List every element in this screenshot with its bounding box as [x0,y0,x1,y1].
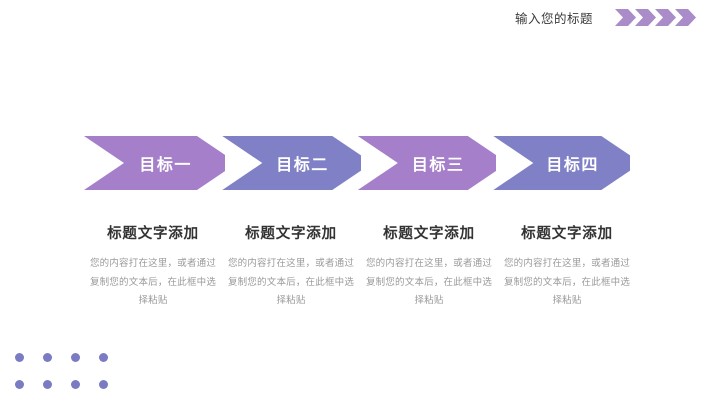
header-chevron-bar [615,9,696,26]
process-banner: 目标一 目标二 目标三 目标四 [84,136,630,190]
dot-icon [71,353,80,362]
caption-body-4: 您的内容打在这里，或者通过复制您的文本后，在此框中选择粘贴 [503,258,631,307]
dot-icon [71,380,80,389]
dot-icon [43,353,52,362]
dot-icon [99,353,108,362]
dot-icon [15,353,24,362]
process-step-1[interactable]: 目标一 [84,136,226,190]
process-step-4[interactable]: 目标四 [493,136,630,190]
chevron-right-icon [635,9,656,26]
caption-title-4: 标题文字添加 [521,226,613,242]
caption-title-3: 标题文字添加 [383,226,475,242]
caption-column-2: 标题文字添加 您的内容打在这里，或者通过复制您的文本后，在此框中选择粘贴 [222,222,360,311]
caption-column-4: 标题文字添加 您的内容打在这里，或者通过复制您的文本后，在此框中选择粘贴 [498,222,636,311]
process-step-2-label: 目标二 [276,157,329,174]
chevron-right-icon [675,9,696,26]
caption-body-3: 您的内容打在这里，或者通过复制您的文本后，在此框中选择粘贴 [365,258,493,307]
caption-body-2: 您的内容打在这里，或者通过复制您的文本后，在此框中选择粘贴 [227,258,355,307]
dot-icon [43,380,52,389]
caption-column-1: 标题文字添加 您的内容打在这里，或者通过复制您的文本后，在此框中选择粘贴 [84,222,222,311]
caption-column-3: 标题文字添加 您的内容打在这里，或者通过复制您的文本后，在此框中选择粘贴 [360,222,498,311]
caption-body-1: 您的内容打在这里，或者通过复制您的文本后，在此框中选择粘贴 [89,258,217,307]
process-step-2[interactable]: 目标二 [222,136,361,190]
process-step-4-label: 目标四 [546,157,599,174]
decorative-dot-grid [15,353,127,407]
header-title: 输入您的标题 [514,12,593,26]
process-step-3-label: 目标三 [411,157,465,174]
chevron-right-icon [615,9,636,26]
slide-header: 输入您的标题 [514,8,696,27]
caption-title-1: 标题文字添加 [107,226,199,242]
process-step-3[interactable]: 目标三 [357,136,497,190]
dot-icon [99,380,108,389]
caption-title-2: 标题文字添加 [245,226,337,242]
chevron-right-icon [655,9,676,26]
caption-columns: 标题文字添加 您的内容打在这里，或者通过复制您的文本后，在此框中选择粘贴 标题文… [84,222,636,311]
process-step-1-label: 目标一 [139,157,192,174]
dot-icon [15,380,24,389]
